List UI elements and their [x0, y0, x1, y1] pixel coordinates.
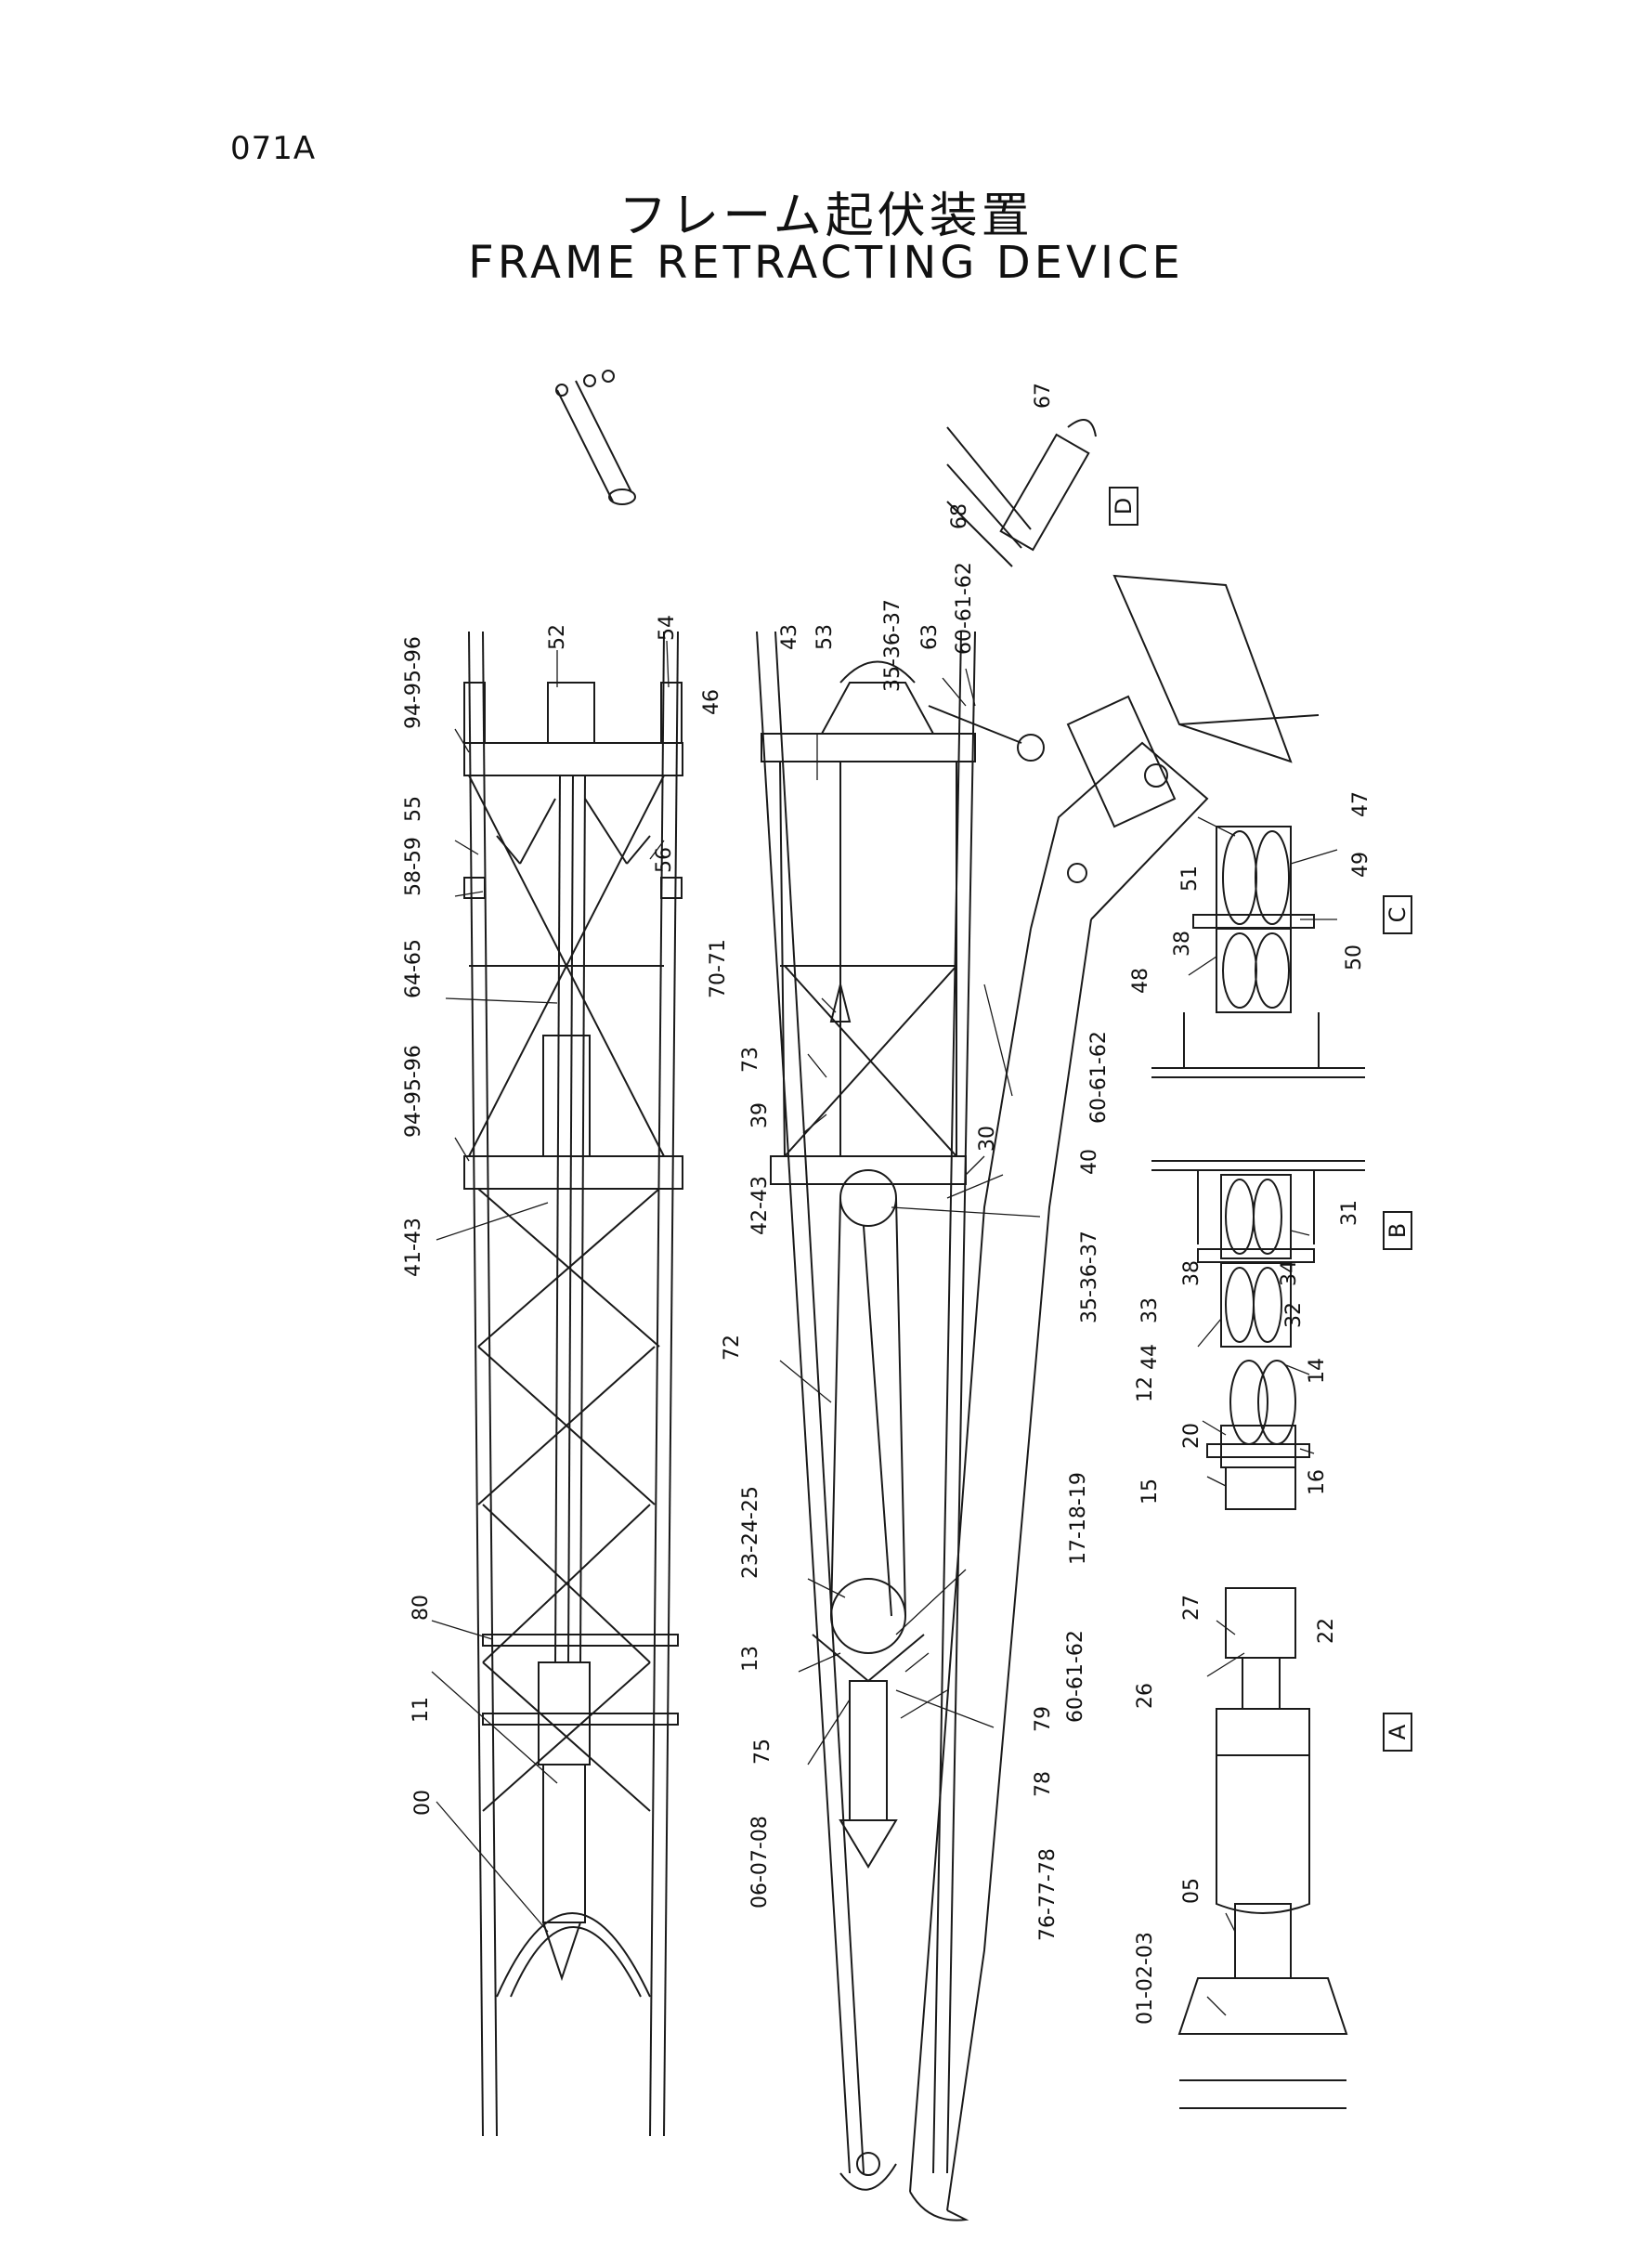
view-tag-a: A — [1385, 1724, 1411, 1739]
detail-b-drawing — [1151, 1160, 1365, 1348]
callout: 94-95-96 — [402, 1045, 425, 1138]
callout: 94-95-96 — [402, 636, 425, 729]
callout: 35-36-37 — [1078, 1231, 1101, 1323]
pin-detail-top — [555, 370, 636, 505]
callout: 31 — [1338, 1200, 1361, 1226]
callout: 20 — [1180, 1423, 1203, 1449]
callout: 12 — [1134, 1376, 1157, 1402]
view-tag-b: B — [1385, 1223, 1411, 1238]
callout: 35-36-37 — [881, 599, 904, 692]
callout: 17-18-19 — [1067, 1472, 1090, 1565]
callout: 80 — [410, 1595, 433, 1621]
callout: 68 — [948, 503, 971, 529]
left-frame-view — [463, 631, 683, 2137]
callout: 41-43 — [402, 1218, 425, 1277]
callout: 56 — [653, 847, 676, 873]
title-japanese: フレーム起伏装置 — [618, 189, 1034, 244]
callout: 40 — [1078, 1149, 1101, 1175]
callout: 16 — [1306, 1469, 1329, 1495]
callout: 78 — [1032, 1771, 1055, 1797]
view-tag-c: C — [1385, 907, 1411, 923]
detail-c-drawing — [1151, 826, 1365, 1078]
callout: 47 — [1349, 791, 1372, 817]
center-boom-view — [756, 631, 1045, 2191]
callout: 32 — [1282, 1302, 1306, 1328]
callout: 54 — [656, 615, 679, 641]
callout: 63 — [918, 624, 942, 650]
callout: 01-02-03 — [1134, 1932, 1157, 2025]
callout: 14 — [1306, 1358, 1329, 1384]
callout: 13 — [739, 1646, 762, 1672]
callout: 06-07-08 — [748, 1816, 772, 1909]
callout: 51 — [1178, 866, 1202, 892]
callout-labels: 94-95-96 52 54 55 58-59 56 64-65 94-95-9… — [402, 383, 1372, 2025]
upper-right-bracket — [1066, 574, 1320, 828]
callout: 48 — [1129, 968, 1152, 994]
callout: 42-43 — [748, 1176, 772, 1235]
view-tag-boxes — [1109, 487, 1412, 1752]
detail-a-drawing — [1177, 1360, 1348, 2109]
callout: 60-61-62 — [1064, 1630, 1087, 1723]
callout: 44 — [1138, 1344, 1162, 1370]
callout: 53 — [813, 624, 837, 650]
detail-d-drawing — [946, 419, 1097, 567]
callout: 58-59 — [402, 837, 425, 896]
callout: 60-61-62 — [1087, 1031, 1111, 1124]
callout: 79 — [1032, 1706, 1055, 1732]
callout: 64-65 — [402, 939, 425, 998]
callout: 49 — [1349, 852, 1372, 878]
callout: 52 — [546, 624, 569, 650]
callout: 11 — [410, 1697, 433, 1723]
leader-lines — [431, 640, 1338, 2016]
page-code: 071A — [230, 130, 317, 167]
callout: 33 — [1138, 1297, 1162, 1323]
callout: 38 — [1171, 931, 1194, 957]
callout: 26 — [1134, 1683, 1157, 1709]
callout: 30 — [976, 1126, 999, 1152]
callout: 23-24-25 — [739, 1486, 762, 1579]
callout: 73 — [739, 1047, 762, 1073]
callout: 46 — [700, 689, 723, 715]
callout: 15 — [1138, 1479, 1162, 1505]
callout: 55 — [402, 796, 425, 822]
view-tag-d: D — [1111, 498, 1137, 515]
callout: 39 — [748, 1102, 772, 1128]
callout: 43 — [778, 624, 801, 650]
callout: 38 — [1180, 1260, 1203, 1286]
callout: 76-77-78 — [1036, 1848, 1060, 1941]
callout: 00 — [411, 1790, 435, 1816]
callout: 34 — [1278, 1260, 1301, 1286]
callout: 72 — [721, 1335, 744, 1361]
callout: 27 — [1180, 1595, 1203, 1621]
view-tags: D C B A — [1111, 498, 1411, 1739]
title-english: FRAME RETRACTING DEVICE — [468, 237, 1184, 289]
callout: 60-61-62 — [953, 562, 976, 655]
callout: 05 — [1180, 1878, 1203, 1904]
callout: 67 — [1032, 383, 1055, 409]
callout: 50 — [1343, 945, 1366, 971]
callout: 70-71 — [707, 939, 730, 998]
callout: 75 — [751, 1739, 774, 1765]
callout: 22 — [1315, 1618, 1338, 1644]
